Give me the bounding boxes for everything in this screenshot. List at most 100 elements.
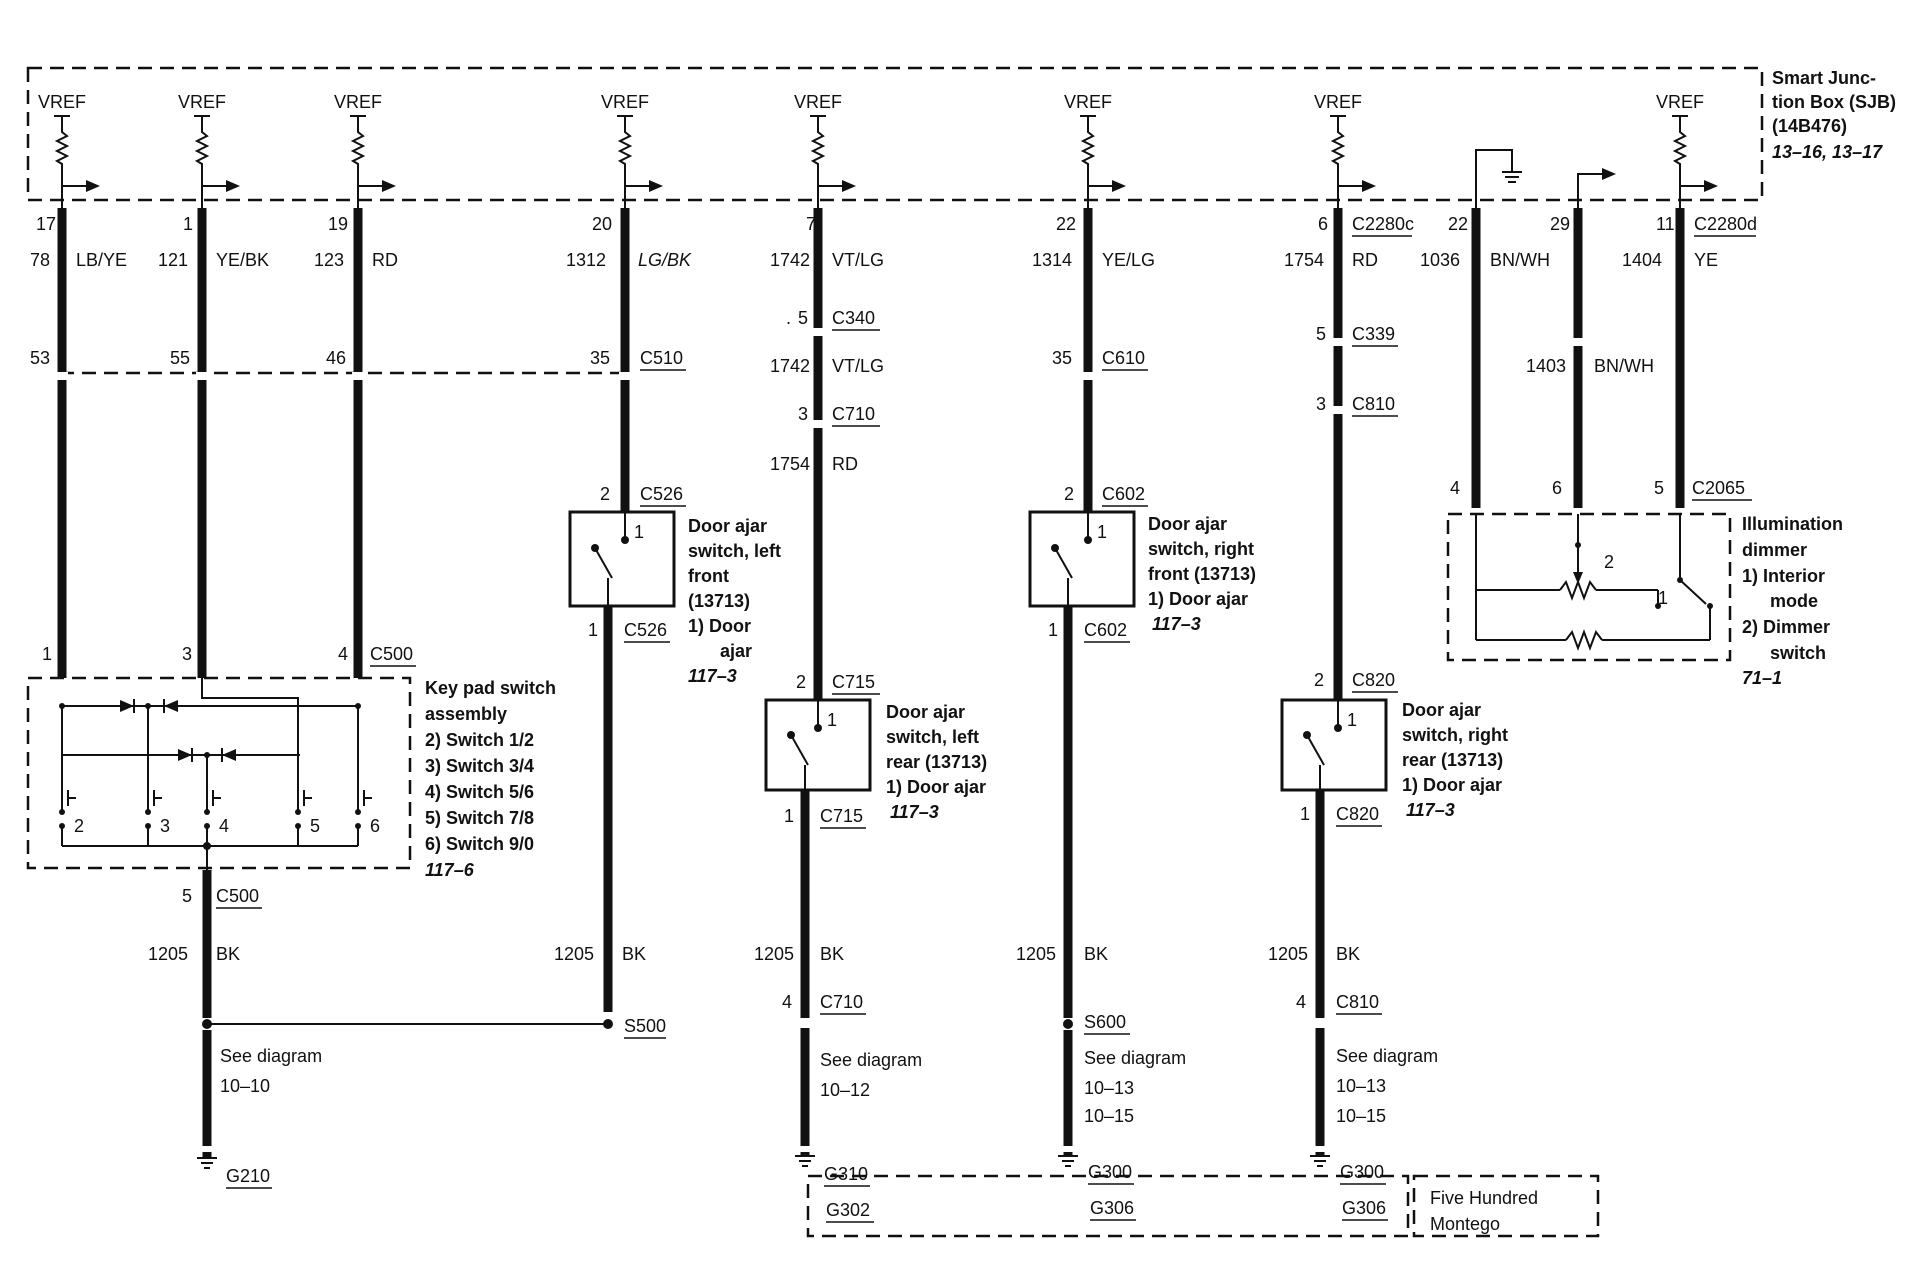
- svg-text:C602: C602: [1102, 484, 1145, 504]
- svg-text:switch, right: switch, right: [1402, 725, 1508, 745]
- svg-text:YE: YE: [1694, 250, 1718, 270]
- keypad-item-2: 3) Switch 3/4: [425, 756, 534, 776]
- svg-text:1: 1: [1048, 620, 1058, 640]
- sjb-ref: 13–16, 13–17: [1772, 142, 1883, 162]
- svg-text:19: 19: [328, 214, 348, 234]
- svg-text:1205: 1205: [1016, 944, 1056, 964]
- svg-text:2: 2: [600, 484, 610, 504]
- pullup-resistor-icon: [194, 116, 210, 208]
- ground-icon: [1310, 1155, 1330, 1167]
- svg-text:6: 6: [1318, 214, 1328, 234]
- keypad-switch-number: 4: [219, 816, 229, 836]
- svg-text:Montego: Montego: [1430, 1214, 1500, 1234]
- svg-text:BK: BK: [622, 944, 646, 964]
- svg-text:BK: BK: [216, 944, 240, 964]
- wires: [56, 208, 1685, 1145]
- svg-text:C500: C500: [370, 644, 413, 664]
- svg-text:G306: G306: [1090, 1198, 1134, 1218]
- keypad-title-1: Key pad switch: [425, 678, 556, 698]
- svg-text:dimmer: dimmer: [1742, 540, 1807, 560]
- svg-text:1312: 1312: [566, 250, 606, 270]
- svg-text:10–10: 10–10: [220, 1076, 270, 1096]
- svg-text:46: 46: [326, 348, 346, 368]
- svg-text:123: 123: [314, 250, 344, 270]
- ground-icon: [795, 1155, 815, 1167]
- svg-text:G300: G300: [1088, 1162, 1132, 1182]
- keypad-item-3: 4) Switch 5/6: [425, 782, 534, 802]
- sjb-title-3: (14B476): [1772, 116, 1847, 136]
- svg-text:71–1: 71–1: [1742, 668, 1782, 688]
- svg-text:1404: 1404: [1622, 250, 1662, 270]
- svg-text:C2280c: C2280c: [1352, 214, 1414, 234]
- svg-text:35: 35: [1052, 348, 1072, 368]
- keypad-item-1: 2) Switch 1/2: [425, 730, 534, 750]
- svg-text:78: 78: [30, 250, 50, 270]
- dimmer-n2: 2: [1604, 552, 1614, 572]
- svg-text:7: 7: [806, 214, 816, 234]
- vref-label: VREF: [1064, 92, 1112, 112]
- svg-text:See diagram: See diagram: [820, 1050, 922, 1070]
- svg-text:BK: BK: [1084, 944, 1108, 964]
- keypad-title-2: assembly: [425, 704, 507, 724]
- svg-text:10–15: 10–15: [1336, 1106, 1386, 1126]
- sjb-title-1: Smart Junc-: [1772, 68, 1876, 88]
- svg-text:1) Interior: 1) Interior: [1742, 566, 1825, 586]
- door-lr-label: Door ajar switch, left rear (13713) 1) D…: [886, 702, 987, 822]
- alt-grounds-labels: G302 G306 G306 Five Hundred Montego: [826, 1188, 1538, 1234]
- svg-text:C526: C526: [640, 484, 683, 504]
- svg-text:3: 3: [182, 644, 192, 664]
- svg-text:C820: C820: [1336, 804, 1379, 824]
- svg-text:C2280d: C2280d: [1694, 214, 1757, 234]
- svg-text:switch, right: switch, right: [1148, 539, 1254, 559]
- pullup-resistor-icon: [1672, 116, 1688, 208]
- sense-arrow-icon: [226, 180, 240, 192]
- svg-text:BN/WH: BN/WH: [1490, 250, 1550, 270]
- svg-text:RD: RD: [372, 250, 398, 270]
- svg-text:C2065: C2065: [1692, 478, 1745, 498]
- svg-text:1403: 1403: [1526, 356, 1566, 376]
- vref-label: VREF: [794, 92, 842, 112]
- svg-text:5: 5: [1316, 324, 1326, 344]
- svg-text:C715: C715: [820, 806, 863, 826]
- door-switch-lr: 1: [764, 698, 872, 792]
- svg-text:YE/BK: YE/BK: [216, 250, 269, 270]
- vref-label: VREF: [601, 92, 649, 112]
- svg-text:switch, left: switch, left: [886, 727, 979, 747]
- pullup-resistor-icon: [617, 116, 633, 208]
- svg-text:C526: C526: [624, 620, 667, 640]
- svg-text:4: 4: [1450, 478, 1460, 498]
- svg-text:1205: 1205: [554, 944, 594, 964]
- sjb-ground-symbols: [1475, 149, 1616, 208]
- keypad-item-5: 6) Switch 9/0: [425, 834, 534, 854]
- keypad-switch-number: 6: [370, 816, 380, 836]
- svg-text:1) Door ajar: 1) Door ajar: [1148, 589, 1248, 609]
- svg-text:C710: C710: [820, 992, 863, 1012]
- svg-text:53: 53: [30, 348, 50, 368]
- svg-text:20: 20: [592, 214, 612, 234]
- svg-text:front (13713): front (13713): [1148, 564, 1256, 584]
- door-switch-lf: 1: [568, 510, 676, 608]
- keypad-switch-number: 3: [160, 816, 170, 836]
- vref-label: VREF: [334, 92, 382, 112]
- door-rf-label: Door ajar switch, right front (13713) 1)…: [1148, 514, 1256, 634]
- svg-text:LB/YE: LB/YE: [76, 250, 127, 270]
- connector-underlines: [216, 235, 1756, 1189]
- svg-text:See diagram: See diagram: [1336, 1046, 1438, 1066]
- svg-text:4: 4: [1296, 992, 1306, 1012]
- svg-text:1314: 1314: [1032, 250, 1072, 270]
- keypad-switch-number: 2: [74, 816, 84, 836]
- dimmer-label: Illumination dimmer 1) Interior mode 2) …: [1742, 514, 1843, 688]
- svg-text:G306: G306: [1342, 1198, 1386, 1218]
- svg-text:C500: C500: [216, 886, 259, 906]
- door-lr-pin: 1: [827, 710, 837, 730]
- svg-text:4: 4: [782, 992, 792, 1012]
- svg-text:VT/LG: VT/LG: [832, 356, 884, 376]
- keypad-ref: 117–6: [425, 860, 475, 880]
- sjb-outline: [26, 66, 1764, 202]
- vref-label: VREF: [38, 92, 86, 112]
- svg-text:VT/LG: VT/LG: [832, 250, 884, 270]
- dimmer-outline: [1446, 512, 1732, 662]
- svg-text:G310: G310: [824, 1164, 868, 1184]
- door-rf-pin: 1: [1097, 522, 1107, 542]
